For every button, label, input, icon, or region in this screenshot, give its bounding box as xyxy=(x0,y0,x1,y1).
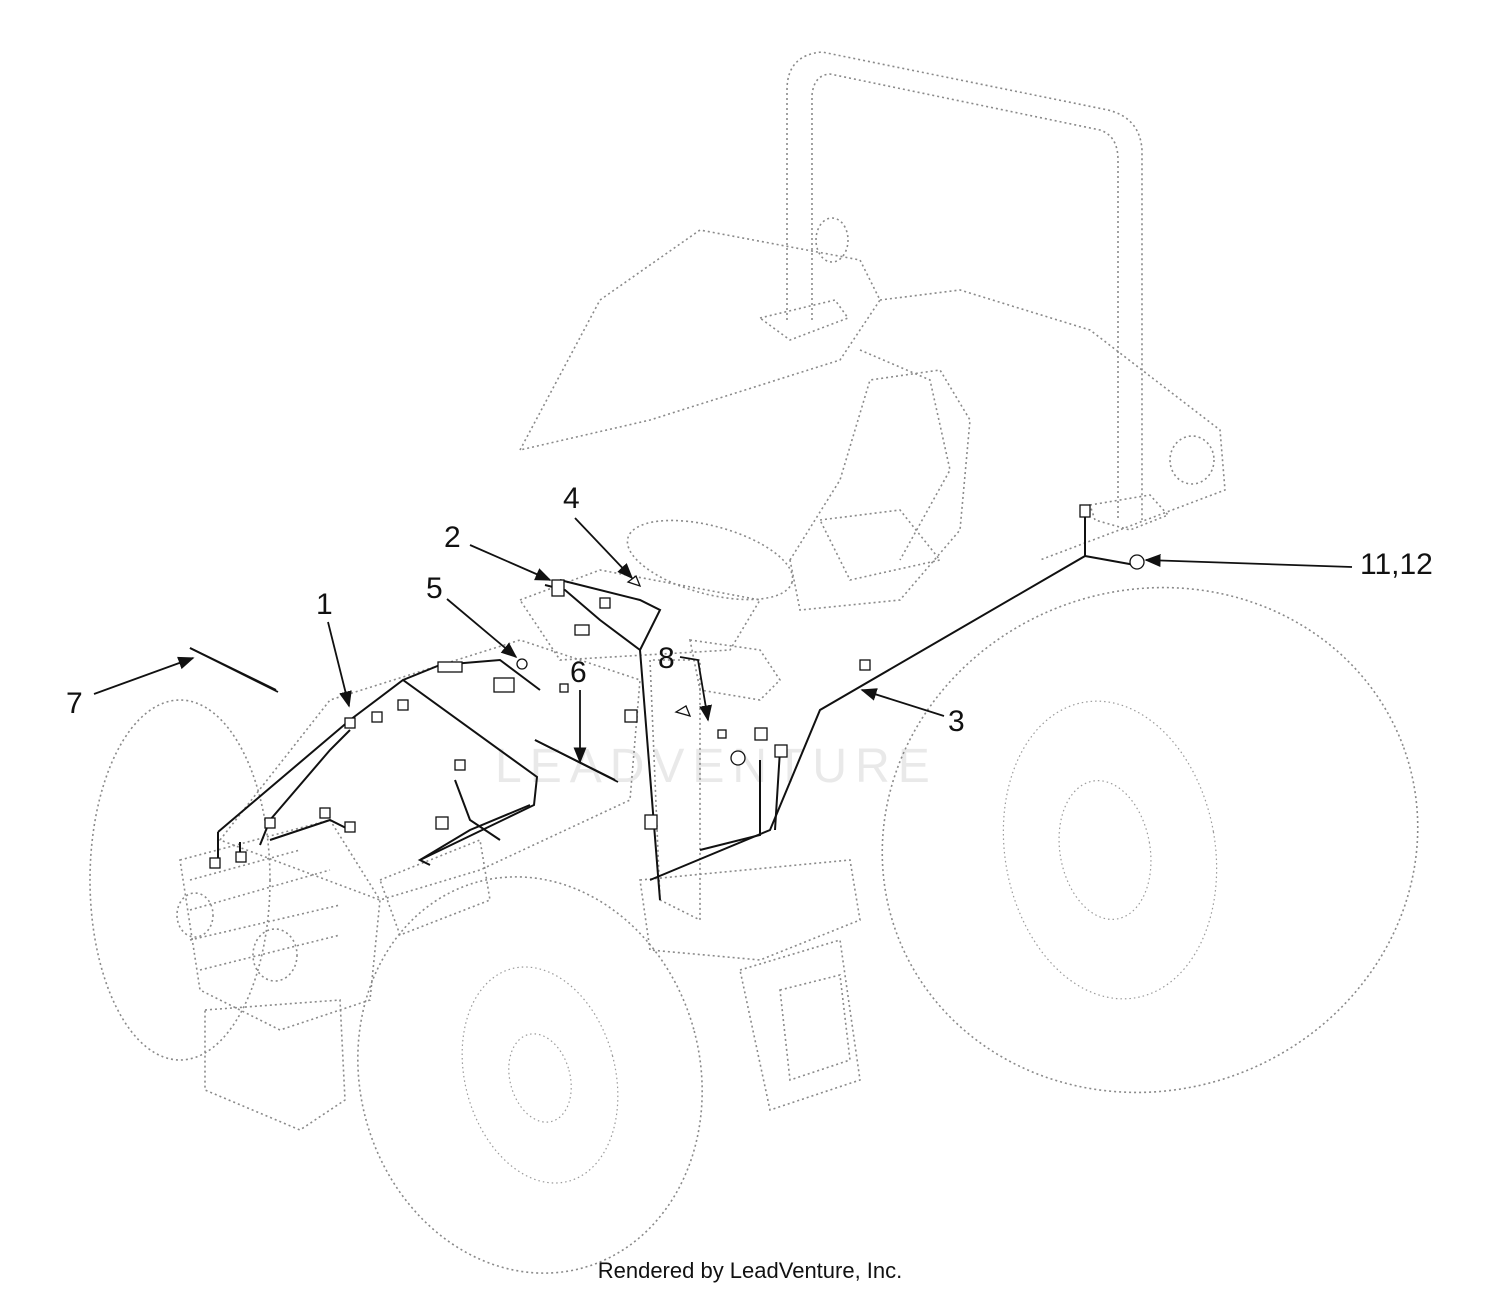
callout-5: 5 xyxy=(426,572,443,605)
small-parts xyxy=(516,574,727,739)
callout-4: 4 xyxy=(563,482,580,515)
leader-lines xyxy=(93,517,1353,764)
steering-wheel xyxy=(518,519,794,661)
callout-8: 8 xyxy=(658,642,675,675)
callout-7: 7 xyxy=(66,687,83,720)
rear-right-tire xyxy=(881,586,1419,1094)
seat xyxy=(789,369,971,611)
callout-2: 2 xyxy=(444,521,461,554)
main-harness xyxy=(209,658,541,869)
rops-roll-bar xyxy=(758,51,1170,531)
frame-and-step xyxy=(639,859,861,1112)
rear-left-tire xyxy=(89,699,271,1061)
footer-credit: Rendered by LeadVenture, Inc. xyxy=(597,1258,903,1283)
fenders xyxy=(518,229,1226,561)
watermark-text: LEADVENTURE xyxy=(495,740,938,793)
hood xyxy=(176,639,641,1131)
tie-band-7 xyxy=(189,647,279,693)
callout-labels: 1 2 3 4 5 6 7 8 11,12 xyxy=(66,482,1433,738)
callout-3: 3 xyxy=(948,705,965,738)
rear-harness xyxy=(649,504,1145,881)
front-tire xyxy=(357,876,703,1274)
callout-6: 6 xyxy=(570,656,587,689)
work-lights xyxy=(815,217,1215,485)
callout-11-12: 11,12 xyxy=(1360,548,1433,581)
callout-1: 1 xyxy=(316,588,333,621)
dash-harness xyxy=(544,579,662,901)
